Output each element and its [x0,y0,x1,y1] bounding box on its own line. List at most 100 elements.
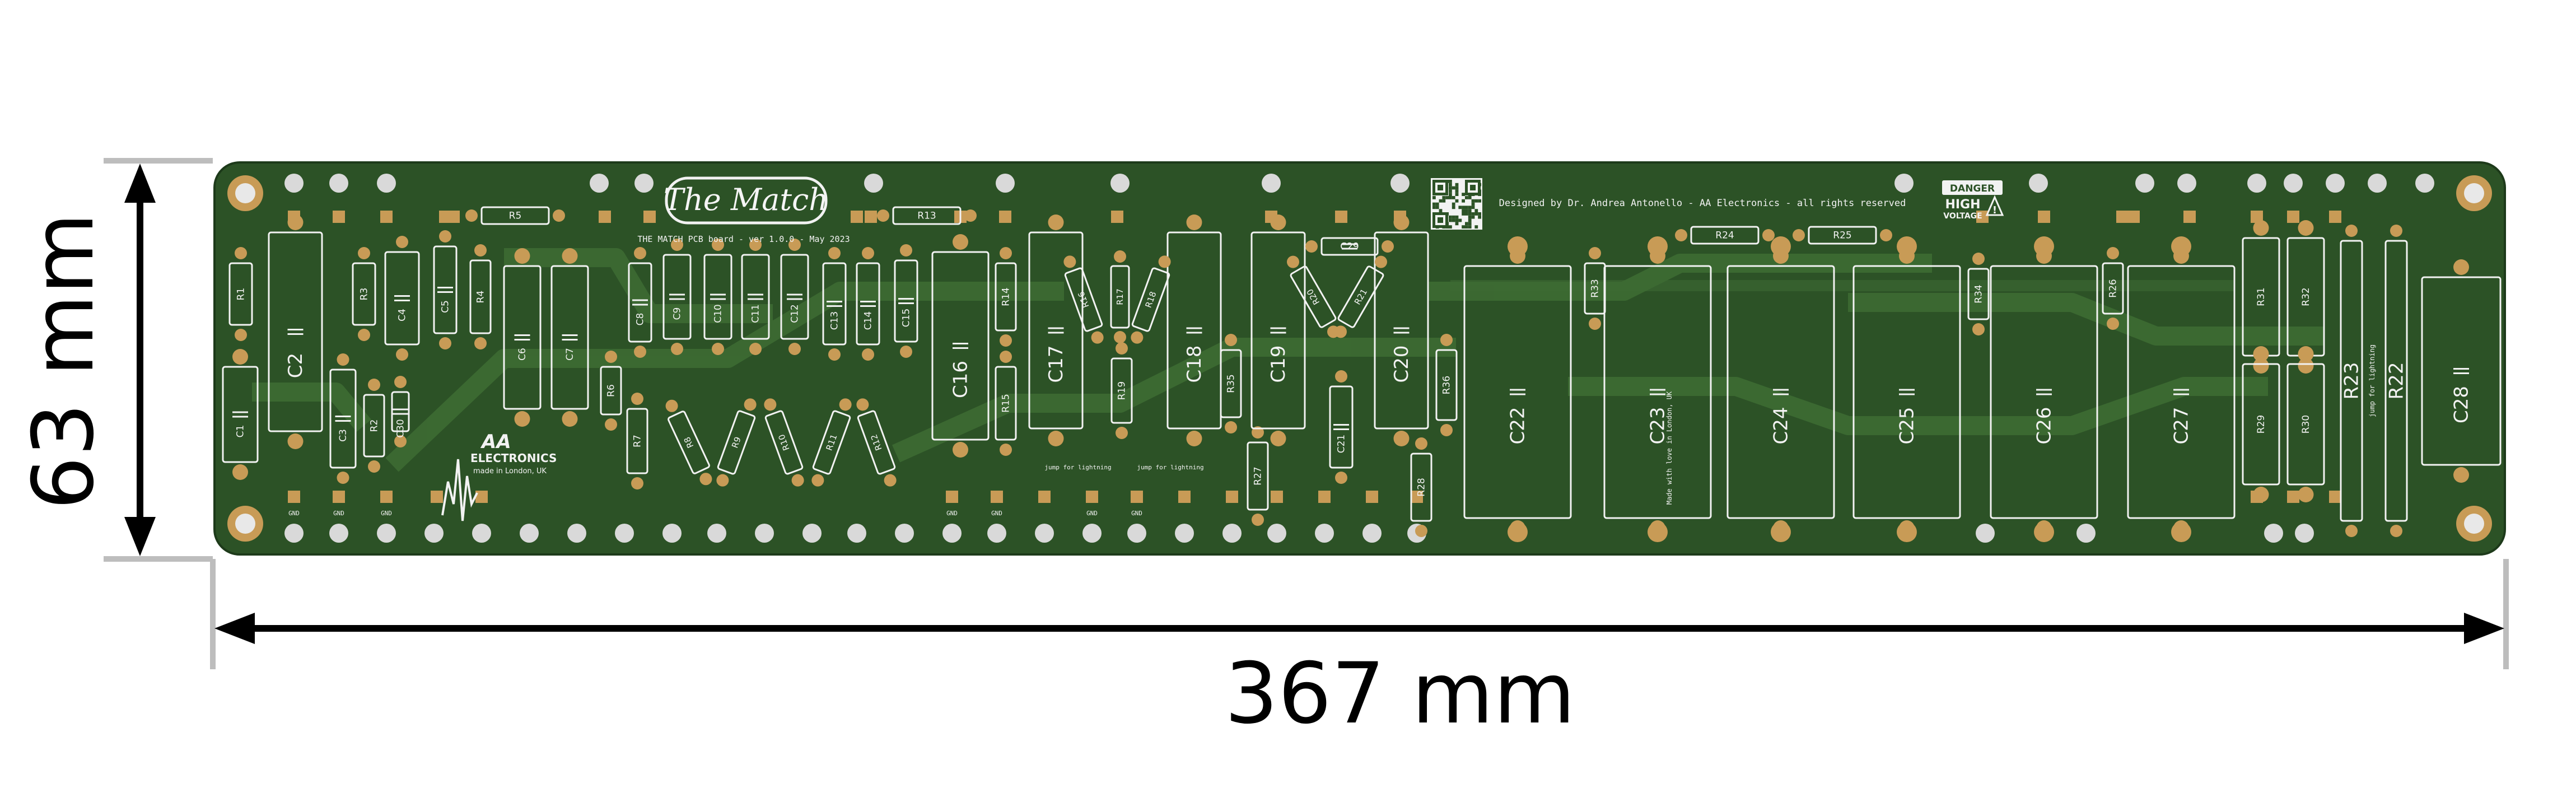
component-label: C13 [829,311,841,330]
edge-hole [864,174,883,193]
component-label: R1 [236,288,247,301]
edge-hole [1127,524,1146,543]
brand-name: AA [480,431,511,453]
mounting-holes [227,175,2492,542]
svg-text:!: ! [1992,204,1997,216]
edge-hole [1894,174,1914,193]
edge-hole [377,174,396,193]
component-r36: R36 [1435,334,1458,436]
height-dimension-label: 63 mm [15,213,113,510]
component-c29: C29 [1305,237,1394,256]
board-outline [213,161,2506,556]
edge-hole [284,174,304,193]
edge-hole [755,524,774,543]
edge-hole [1315,524,1334,543]
pad [2038,211,2050,223]
edge-hole [1390,174,1410,193]
edge-hole [424,524,444,543]
edge-hole [329,524,348,543]
component-label: R17 [1115,288,1125,305]
width-dimension-arrow [214,613,2504,644]
component-label: C15 [901,309,912,328]
pad [2287,211,2299,223]
component-label: C3 [338,429,349,442]
component-c9: C9 [662,239,692,355]
component-c19: C19 [1250,215,1306,446]
component-label: C5 [440,300,451,313]
component-c14: C14 [856,247,880,361]
pad [431,491,443,503]
pad [1086,491,1098,503]
component-r5: R5 [465,206,565,225]
edge-hole [284,524,304,543]
cap-pad [1897,522,1917,542]
pad [2127,211,2140,223]
component-label: R24 [1715,230,1734,241]
edge-hole [802,524,822,543]
component-label: C28 [2450,386,2472,423]
component-r11: R11 [811,398,852,487]
brand-tag: made in London, UK [473,467,547,475]
pad [946,491,958,503]
edge-hole [1976,524,1995,543]
component-c10: C10 [703,239,732,355]
cap-pad [1648,236,1668,257]
width-dimension-label: 367 mm [1225,645,1575,743]
pad [865,211,877,223]
component-r13: R13 [877,206,977,225]
component-r23: R23 [2340,225,2363,537]
component-c2: C2 [268,215,323,449]
edge-hole [1175,524,1194,543]
component-label: C1 [235,425,246,438]
jumper-note-1: jump for lightning [1044,464,1111,471]
edge-hole [2295,524,2314,543]
edge-hole [1222,524,1242,543]
edge-hole [2029,174,2048,193]
edge-hole [895,524,914,543]
edge-hole [1035,524,1054,543]
component-c18: C18 [1166,215,1222,446]
cap-pad [1508,522,1528,542]
edge-hole [329,174,348,193]
pad [2116,211,2129,223]
component-label: R27 [1253,467,1264,485]
component-label: C10 [713,304,724,323]
component-label: R26 [2108,279,2119,297]
pad [333,491,345,503]
component-label: C17 [1045,345,1067,383]
component-c8: C8 [628,247,652,358]
component-c3: C3 [329,353,357,484]
component-c28: C28 [2421,259,2502,483]
component-r4: R4 [469,244,492,349]
edge-hole [2177,174,2196,193]
pad [475,491,488,503]
edge-hole-rows [284,174,2434,543]
edge-hole [2247,174,2266,193]
gnd-label: GND [1086,510,1098,517]
pad [1411,491,1423,503]
component-label: R36 [1441,376,1453,394]
component-label: R31 [2256,287,2267,306]
cap-pad [2171,522,2191,542]
component-label: C16 [949,361,972,398]
component-label: C8 [635,313,646,326]
cap-pad [1508,236,1528,257]
component-label: C9 [672,307,683,320]
credit-text: Designed by Dr. Andrea Antonello - AA El… [1499,198,1906,209]
component-r29: R29 [2242,346,2280,502]
danger-label: DANGER [1950,183,1995,194]
component-r7: R7 [626,393,648,489]
component-r22: R22 [2384,225,2408,537]
component-label: R4 [475,291,487,304]
edge-hole [1262,174,1281,193]
edge-hole [996,174,1015,193]
pad [2329,211,2341,223]
component-label: R34 [1973,285,1985,303]
cap-pad [1648,522,1668,542]
component-c6: C6 [503,248,542,427]
qr-code [1431,178,1482,230]
component-label: C25 [1896,407,1918,444]
component-label: R2 [369,419,380,432]
component-label: C29 [1340,241,1359,253]
